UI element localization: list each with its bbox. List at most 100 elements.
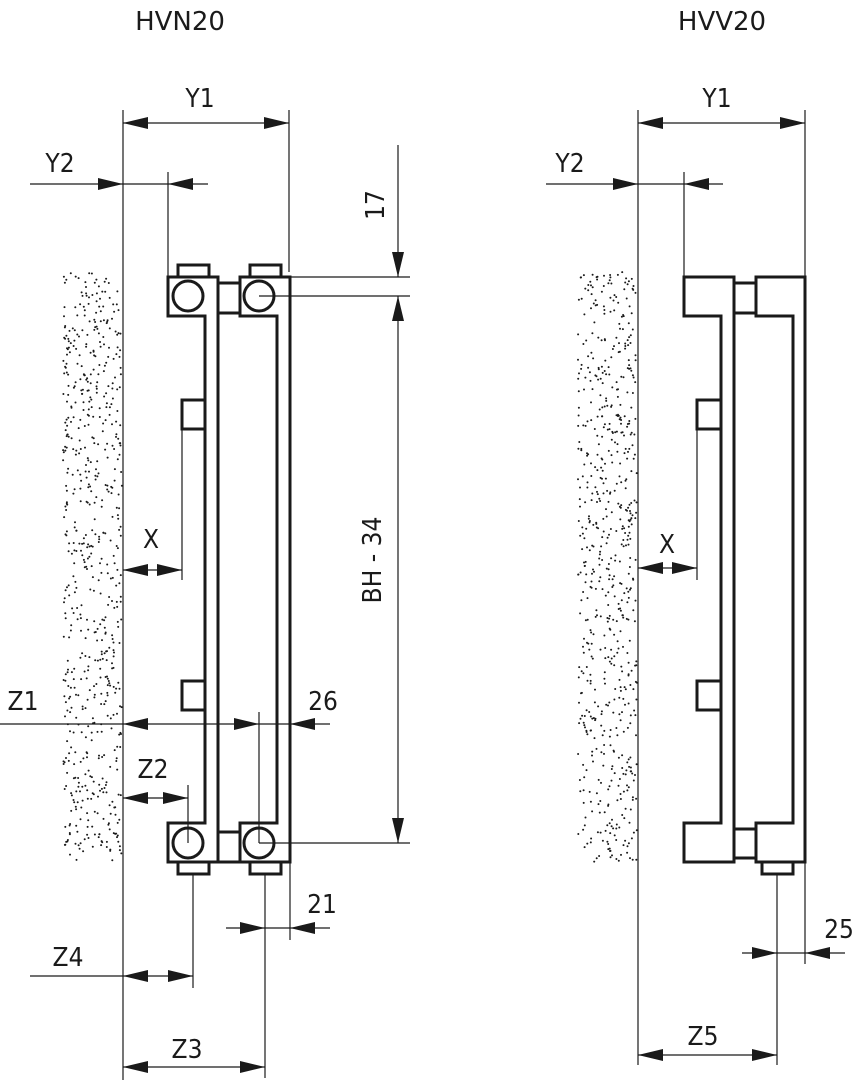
wall-stipple-dot [592, 523, 595, 526]
wall-stipple-dot [116, 821, 119, 824]
wall-stipple-dot [69, 695, 72, 698]
wall-stipple-dot [62, 275, 65, 278]
bracket-lower [180, 679, 207, 712]
wall-stipple-dot [585, 339, 588, 342]
wall-stipple-dot [102, 791, 105, 794]
wall-stipple-dot [63, 601, 65, 604]
wall-stipple-dot [601, 435, 604, 438]
wall-stipple-dot [629, 587, 632, 590]
wall-stipple-dot [629, 766, 632, 769]
wall-stipple-dot [603, 405, 606, 408]
wall-stipple-dot [85, 294, 88, 297]
wall-stipple-dot [106, 456, 109, 459]
wall-stipple-dot [83, 425, 86, 427]
wall-stipple-dot [627, 344, 630, 347]
wall-stipple-dot [598, 855, 601, 857]
wall-stipple-dot [619, 403, 622, 406]
wall-stipple-dot [583, 715, 586, 717]
wall-stipple-dot [630, 770, 633, 773]
wall-stipple-dot [71, 607, 74, 610]
wall-stipple-dot [101, 290, 104, 293]
wall-stipple-dot [603, 634, 606, 637]
wall-stipple-dot [102, 422, 105, 425]
wall-stipple-dot [117, 793, 120, 796]
wall-stipple-dot [78, 439, 81, 442]
wall-stipple-dot [580, 297, 583, 300]
wall-stipple-dot [632, 577, 634, 580]
wall-stipple-dot [72, 542, 75, 544]
z5-label: Z5 [688, 1022, 719, 1052]
wall-stipple-dot [608, 574, 611, 577]
wall-stipple-dot [591, 286, 594, 289]
wall-stipple-dot [75, 858, 78, 861]
wall-stipple-dot [105, 406, 108, 409]
wall-stipple-dot [595, 522, 598, 525]
wall-stipple-dot [62, 451, 65, 454]
wall-stipple-dot [579, 790, 582, 793]
wall-stipple-dot [630, 502, 633, 504]
wall-stipple-dot [72, 345, 75, 347]
wall-stipple-dot [617, 647, 620, 650]
wall-stipple-dot [77, 777, 80, 779]
wall-stipple-dot [117, 517, 120, 520]
wall-stipple-dot [630, 517, 633, 520]
wall-stipple-dot [79, 842, 82, 845]
wall-stipple-dot [601, 536, 604, 539]
wall-stipple-dot [97, 443, 100, 446]
wall-stipple-dot [88, 400, 91, 403]
wall-stipple-dot [592, 357, 595, 360]
wall-stipple-dot [63, 372, 66, 375]
wall-stipple-dot [96, 659, 99, 662]
wall-stipple-dot [621, 525, 624, 528]
wall-stipple-dot [604, 477, 607, 480]
wall-stipple-dot [581, 548, 584, 551]
wall-stipple-dot [613, 664, 616, 667]
top-offset-label: 17 [361, 190, 391, 220]
wall-stipple-dot [607, 500, 610, 503]
wall-stipple-dot [598, 497, 601, 500]
wall-stipple-dot [80, 678, 83, 681]
wall-stipple-dot [113, 310, 116, 313]
y1-label: Y1 [701, 84, 731, 114]
wall-stipple-dot [586, 842, 589, 845]
wall-stipple-dot [67, 373, 70, 376]
wall-stipple-dot [96, 639, 99, 642]
wall-stipple-dot [116, 410, 119, 412]
wall-stipple-dot [583, 564, 586, 567]
wall-stipple-dot [115, 420, 118, 423]
wall-stipple-dot [102, 817, 105, 820]
y1-dimension [638, 117, 805, 129]
wall-stipple-dot [99, 676, 102, 679]
wall-stipple-dot [626, 423, 629, 425]
wall-stipple-dot [590, 293, 593, 296]
wall-stipple-dot [586, 420, 589, 423]
wall-stipple-dot [87, 414, 90, 417]
wall-stipple-dot [95, 300, 98, 303]
wall-stipple-dot [609, 850, 611, 852]
wall-stipple-dot [580, 363, 583, 366]
z4-label: Z4 [53, 943, 84, 973]
wall-stipple-dot [590, 499, 593, 502]
wall-stipple-dot [113, 562, 116, 565]
y2-label: Y2 [44, 149, 74, 179]
wall-stipple-dot [591, 572, 593, 575]
wall-stipple-dot [624, 688, 627, 691]
wall-stipple-dot [627, 543, 630, 546]
wall-stipple-dot [111, 397, 114, 400]
wall-stipple-dot [628, 520, 631, 523]
wall-stipple-dot [88, 503, 91, 506]
wall-stipple-dot [118, 386, 121, 389]
wall-stipple-dot [95, 387, 98, 390]
wall-stipple-dot [73, 763, 76, 766]
wall-stipple-dot [584, 726, 586, 729]
wall-stipple-dot [582, 274, 585, 277]
wall-stipple-dot [591, 388, 594, 391]
wall-stipple-dot [102, 305, 105, 308]
wall-stipple-dot [86, 568, 88, 570]
wall-stipple-dot [630, 523, 633, 526]
wall-stipple-dot [66, 709, 69, 712]
wall-stipple-dot [105, 846, 108, 848]
wall-stipple-dot [62, 760, 65, 763]
wall-stipple-dot [63, 788, 66, 790]
